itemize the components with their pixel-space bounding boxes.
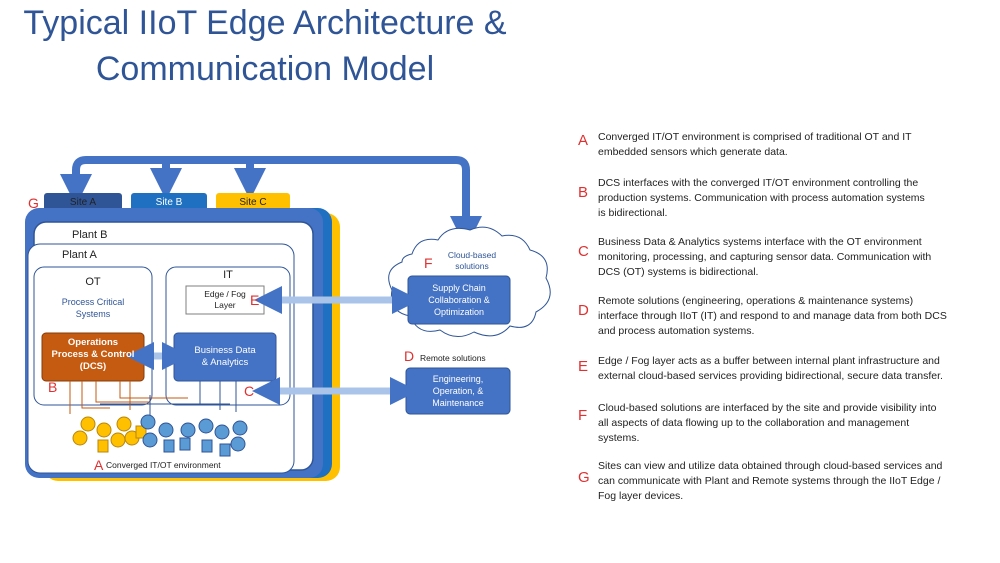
legend-text-line: Edge / Fog layer acts as a buffer betwee… (598, 355, 940, 367)
edge-letter-e: E (250, 292, 260, 308)
it-title: IT (223, 269, 233, 281)
legend-letter: E (578, 358, 589, 375)
legend-text-line: Fog layer devices. (598, 490, 684, 502)
legend-text-line: can communicate with Plant and Remote sy… (598, 475, 941, 487)
legend-text-line: Business Data & Analytics systems interf… (598, 236, 922, 248)
legend-letter: C (578, 243, 589, 260)
remote-line-1: Engineering, (432, 374, 484, 384)
plant-b-label: Plant B (72, 229, 108, 241)
supply-line-2: Collaboration & (428, 295, 490, 305)
cloud-label-2: solutions (455, 261, 489, 271)
converged-label: Converged IT/OT environment (106, 460, 221, 470)
dcs-line-1: Operations (67, 337, 119, 348)
legend-text-line: DCS (OT) systems is bidirectional. (598, 266, 759, 278)
edge-fog-box (185, 285, 265, 315)
edge-line-2: Layer (214, 300, 236, 310)
site-b-label: Site B (155, 197, 183, 208)
legend-text-line: production systems. Communication with p… (598, 192, 925, 204)
legend-text-line: monitoring, processing, and capturing se… (598, 251, 932, 263)
site-c-label: Site C (239, 197, 267, 208)
bda-letter-c: C (244, 383, 255, 399)
remote-label: Remote solutions (420, 353, 486, 363)
cloud-label-1: Cloud-based (447, 250, 497, 260)
legend-text-line: and process automation systems. (598, 325, 755, 337)
supply-line-1: Supply Chain (432, 283, 486, 293)
title-line-2: Communication Model (95, 50, 435, 88)
plant-a-label: Plant A (62, 249, 97, 261)
dcs-line-2: Process & Control (51, 349, 135, 360)
bda-line-2: & Analytics (201, 357, 249, 368)
legend-letter: D (578, 302, 589, 319)
edge-line-1: Edge / Fog (204, 289, 246, 299)
converged-letter-a: A (94, 457, 104, 473)
ot-subtitle-2: Systems (75, 309, 111, 319)
sensor-devices (72, 414, 248, 457)
legend-text-line: systems. (598, 432, 640, 444)
sensor-wiring (69, 381, 188, 414)
legend-letter: F (578, 407, 588, 424)
dcs-letter-b: B (48, 379, 58, 395)
remote-letter-d: D (404, 348, 415, 364)
legend-text-line: embedded sensors which generate data. (598, 146, 788, 158)
legend-text-line: all aspects of data flowing up to the co… (598, 417, 910, 429)
site-a-label: Site A (69, 197, 97, 208)
ot-title: OT (85, 276, 101, 288)
dcs-line-3: (DCS) (79, 361, 107, 372)
remote-line-3: Maintenance (432, 398, 484, 408)
legend-text-line: Cloud-based solutions are interfaced by … (598, 402, 937, 414)
supply-line-3: Optimization (433, 307, 485, 317)
remote-line-2: Operation, & (432, 386, 484, 396)
sensor-wiring-blue (100, 381, 237, 420)
title-line-1: Typical IIoT Edge Architecture & (23, 4, 507, 42)
legend-text-line: is bidirectional. (598, 207, 668, 219)
bda-line-1: Business Data (194, 345, 256, 356)
page-title: Typical IIoT Edge Architecture & Communi… (0, 0, 530, 92)
legend-text-line: Remote solutions (engineering, operation… (598, 295, 914, 307)
site-letter-g: G (28, 195, 39, 211)
site-connection-arrows (72, 156, 482, 248)
legend-text-line: Sites can view and utilize data obtained… (598, 460, 943, 472)
legend-text-line: Converged IT/OT environment is comprised… (598, 131, 912, 143)
legend-text-line: interface through IIoT (IT) and respond … (598, 310, 947, 322)
legend-text-line: DCS interfaces with the converged IT/OT … (598, 177, 919, 189)
legend-letter: A (578, 132, 589, 149)
legend-letter: B (578, 184, 589, 201)
legend-letter: G (578, 469, 590, 486)
legend-text-line: external cloud-based services providing … (598, 370, 943, 382)
ot-subtitle-1: Process Critical (61, 297, 125, 307)
cloud-letter-f: F (424, 255, 433, 271)
